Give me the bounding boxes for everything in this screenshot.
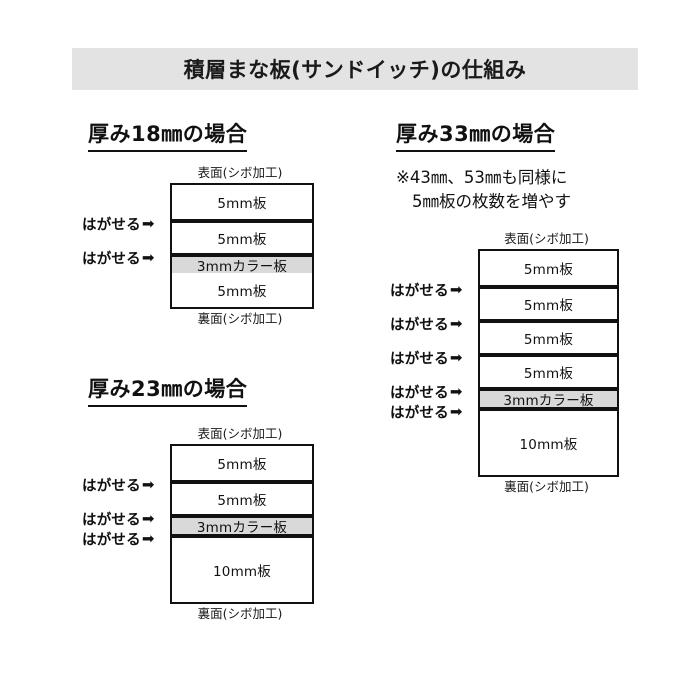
layer-2: 5mm板 [172,218,312,253]
layer-4: 10mm板 [172,533,312,602]
peelable-label: はがせる [390,385,449,402]
peelable-label: はがせる [82,217,141,234]
note-line: ※43㎜、53㎜も同様に [396,168,568,187]
layer-3: 3mmカラー板 [172,252,312,275]
layer-1: 5mm板 [480,250,617,285]
arrow-right-icon: ➡ [141,214,155,233]
layer-1: 5mm板 [172,184,312,219]
layer-label: 5mm板 [217,195,267,212]
layer-label: 3mmカラー板 [196,519,288,536]
layer-label: 5mm板 [217,231,267,248]
caption-back-surface: 裏面(シボ加工) [197,310,283,326]
peelable-callout: はがせる➡ [390,382,462,403]
peelable-label: はがせる [390,317,449,334]
peelable-label: はがせる [390,351,449,368]
note-thickness-33: ※43㎜、53㎜も同様に 5㎜板の枚数を増やす [396,166,571,214]
peelable-callout: はがせる➡ [390,348,462,369]
layer-2: 5mm板 [480,284,617,319]
arrow-right-icon: ➡ [449,280,463,299]
layer-stack: 5mm板 5mm板 3mmカラー板 5mm板 [170,182,314,309]
caption-back-surface: 裏面(シボ加工) [197,605,283,621]
layer-1: 5mm板 [172,445,312,480]
peelable-callout: はがせる➡ [82,509,154,530]
layer-label: 5mm板 [523,331,574,348]
peelable-callout: はがせる➡ [390,280,462,301]
peelable-label: はがせる [82,512,141,529]
layer-label: 5mm板 [523,365,574,382]
arrow-right-icon: ➡ [449,348,463,367]
peelable-callout: はがせる➡ [82,529,154,550]
layer-3: 5mm板 [480,318,617,353]
peelable-callout: はがせる➡ [82,248,154,269]
peelable-callout: はがせる➡ [390,314,462,335]
arrow-right-icon: ➡ [141,529,155,548]
layer-label: 5mm板 [523,261,574,278]
layer-stack: 5mm板 5mm板 3mmカラー板 10mm板 [170,443,314,604]
layer-label: 5mm板 [217,456,267,473]
layer-label: 3mmカラー板 [196,258,288,275]
stack-thickness-18: 表面(シボ加工) 5mm板 5mm板 3mmカラー板 5mm板裏面(シボ加工) [170,165,314,326]
peelable-label: はがせる [82,478,141,495]
peelable-callout: はがせる➡ [82,475,154,496]
caption-front-surface: 表面(シボ加工) [197,426,283,441]
layer-6: 10mm板 [480,406,617,475]
arrow-right-icon: ➡ [449,314,463,333]
peelable-label: はがせる [82,251,141,268]
peelable-label: はがせる [82,532,141,549]
layer-label: 5mm板 [523,297,574,314]
stack-thickness-23: 表面(シボ加工) 5mm板 5mm板 3mmカラー板 10mm板裏面(シボ加工) [170,426,314,621]
layer-2: 5mm板 [172,479,312,514]
peelable-label: はがせる [390,283,449,300]
layer-stack: 5mm板 5mm板 5mm板 5mm板 3mmカラー板 10mm板 [478,248,619,477]
layer-4: 5mm板 [480,352,617,387]
caption-front-surface: 表面(シボ加工) [504,231,589,246]
layer-5: 3mmカラー板 [480,386,617,409]
peelable-callout: はがせる➡ [390,402,462,423]
layer-3: 3mmカラー板 [172,513,312,536]
arrow-right-icon: ➡ [141,248,155,267]
arrow-right-icon: ➡ [449,402,463,421]
title-banner: 積層まな板(サンドイッチ)の仕組み [72,48,638,90]
section-heading-thickness-18: 厚み18㎜の場合 [88,118,248,152]
peelable-callout: はがせる➡ [82,214,154,235]
layer-label: 3mmカラー板 [503,392,594,409]
layer-label: 5mm板 [217,492,267,509]
peelable-label: はがせる [390,405,449,422]
section-heading-thickness-33: 厚み33㎜の場合 [396,118,556,152]
section-heading-thickness-23: 厚み23㎜の場合 [88,373,248,407]
layer-label: 5mm板 [217,283,267,300]
page-title: 積層まな板(サンドイッチ)の仕組み [183,58,527,82]
arrow-right-icon: ➡ [449,382,463,401]
stack-thickness-33: 表面(シボ加工) 5mm板 5mm板 5mm板 5mm板 3mmカラー板 10mm板裏面(シ… [478,231,619,494]
arrow-right-icon: ➡ [141,475,155,494]
caption-back-surface: 裏面(シボ加工) [504,478,589,494]
caption-front-surface: 表面(シボ加工) [197,165,283,180]
layer-4: 5mm板 [172,272,312,307]
layer-label: 10mm板 [519,436,578,453]
arrow-right-icon: ➡ [141,509,155,528]
layer-label: 10mm板 [213,563,271,580]
note-line: 5㎜板の枚数を増やす [412,191,571,211]
